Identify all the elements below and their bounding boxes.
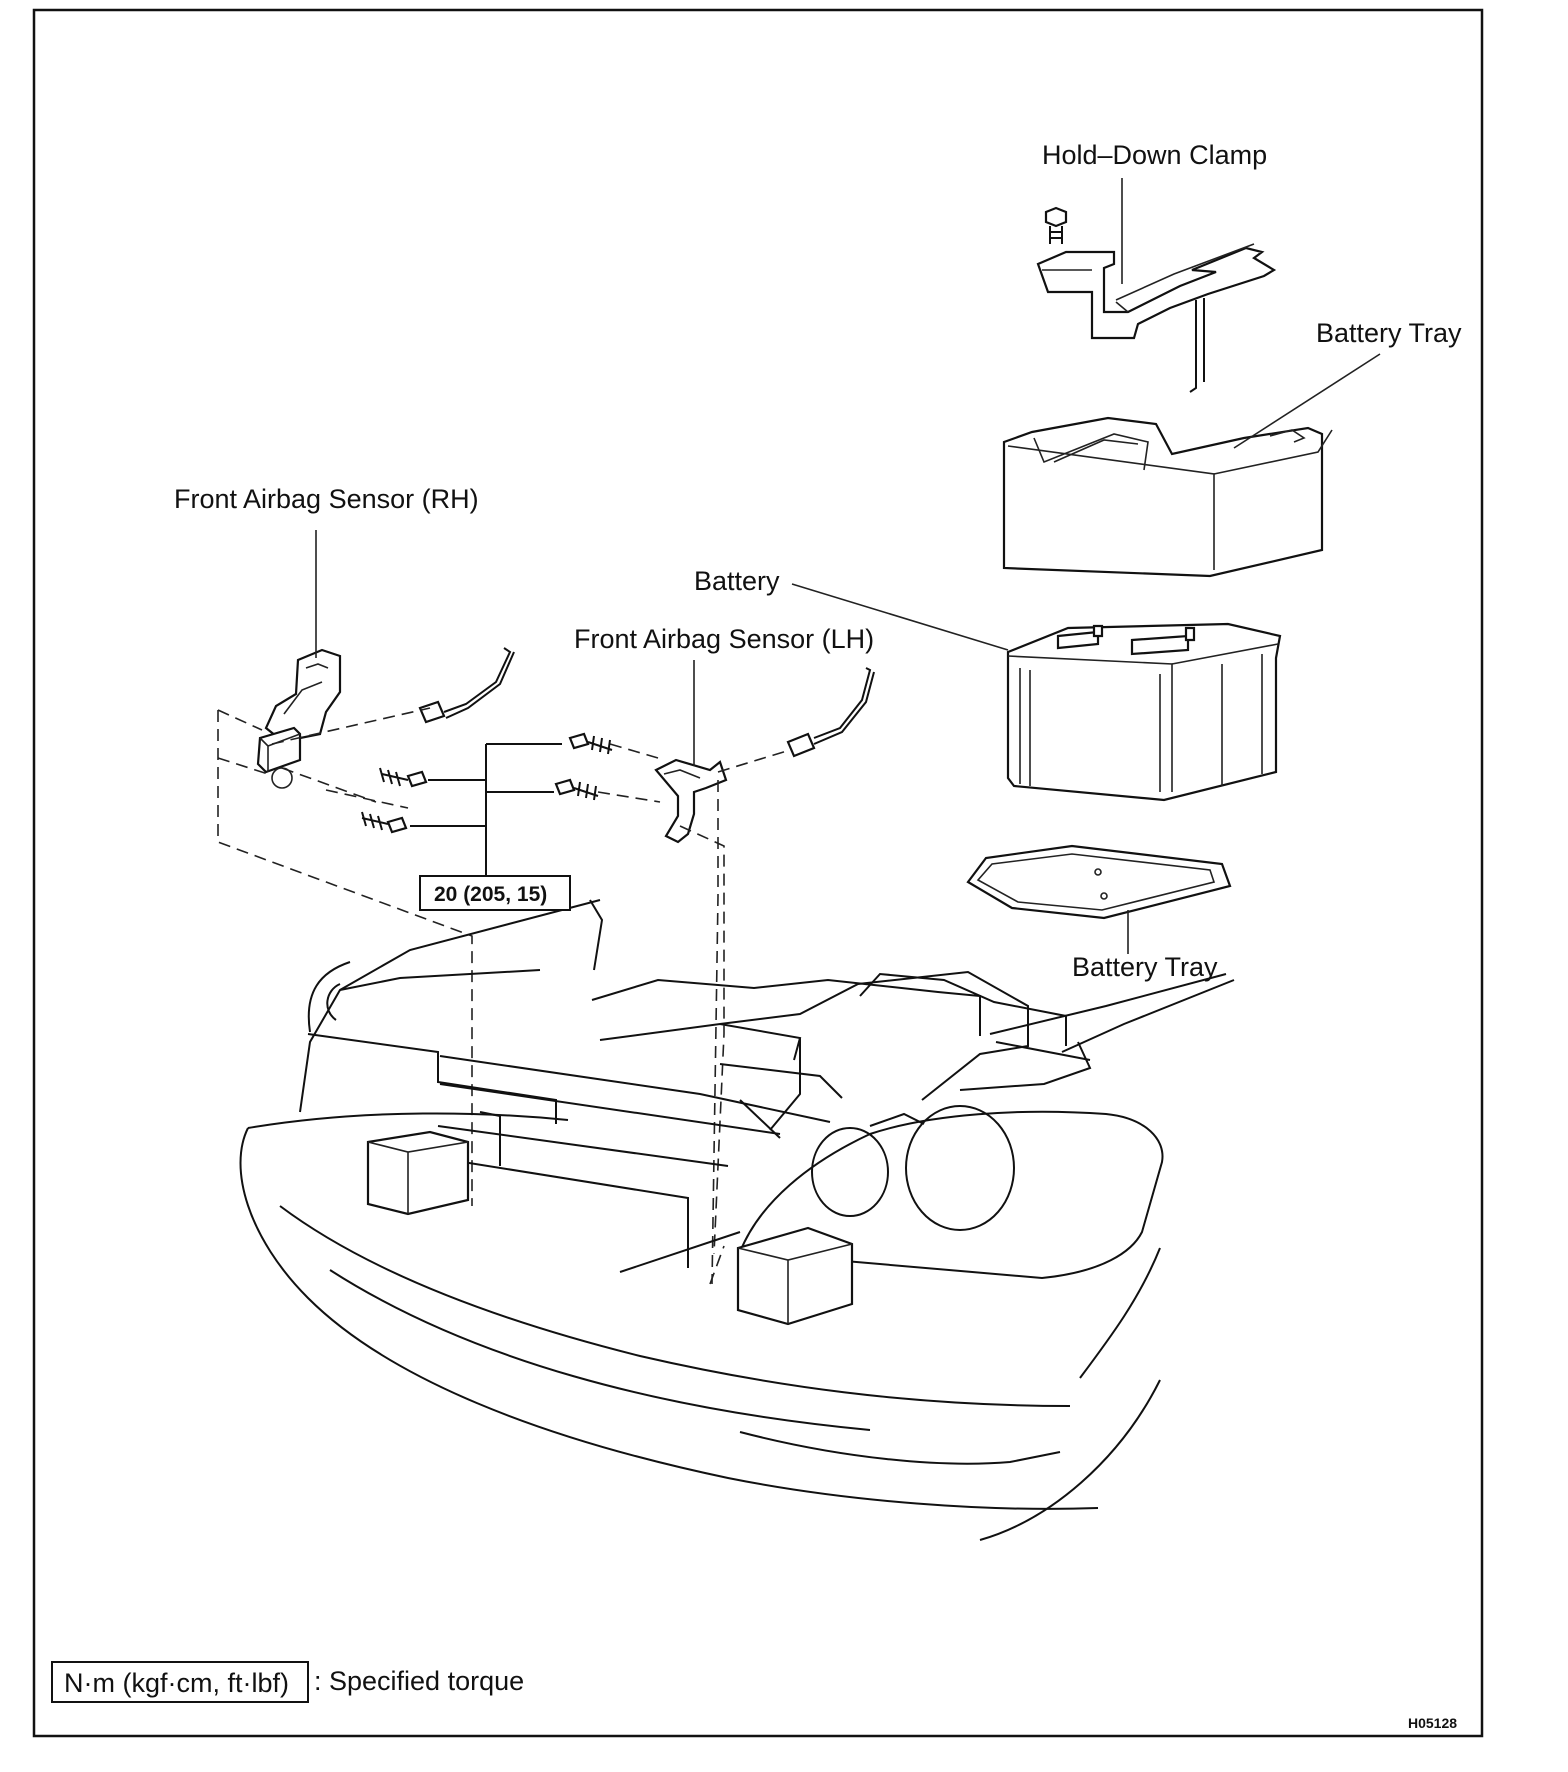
battery-tray-lower-part xyxy=(966,844,1232,920)
torque-value: 20 (205, 15) xyxy=(434,883,547,906)
diagram-frame xyxy=(32,8,1484,1738)
bolts-lh xyxy=(554,732,613,801)
figure-id: H05128 xyxy=(1408,1715,1457,1731)
legend-unit-box xyxy=(51,1661,309,1703)
legend-unit-text: N·m (kgf·cm, ft·lbf) xyxy=(64,1668,289,1698)
label-front-airbag-sensor-lh: Front Airbag Sensor (LH) xyxy=(574,624,874,654)
vehicle-front-body xyxy=(239,899,1235,1541)
torque-bracket xyxy=(410,743,562,876)
bolts-rh xyxy=(361,767,428,834)
torque-box xyxy=(419,875,571,911)
assembly-guide-lines xyxy=(217,707,791,1285)
front-airbag-sensor-lh-part xyxy=(654,667,875,844)
hold-down-clamp xyxy=(1036,206,1277,393)
front-airbag-sensor-rh-part xyxy=(256,647,515,789)
label-front-airbag-sensor-rh: Front Airbag Sensor (RH) xyxy=(174,484,479,514)
label-battery: Battery xyxy=(694,566,780,596)
battery-part xyxy=(1006,622,1282,802)
battery-tray-upper-part xyxy=(1002,416,1333,578)
label-hold-down-clamp: Hold–Down Clamp xyxy=(1042,140,1267,170)
leader-lines xyxy=(315,178,1381,954)
legend-description: : Specified torque xyxy=(314,1666,524,1696)
label-battery-tray-lower: Battery Tray xyxy=(1072,952,1218,982)
label-battery-tray-upper: Battery Tray xyxy=(1316,318,1462,348)
